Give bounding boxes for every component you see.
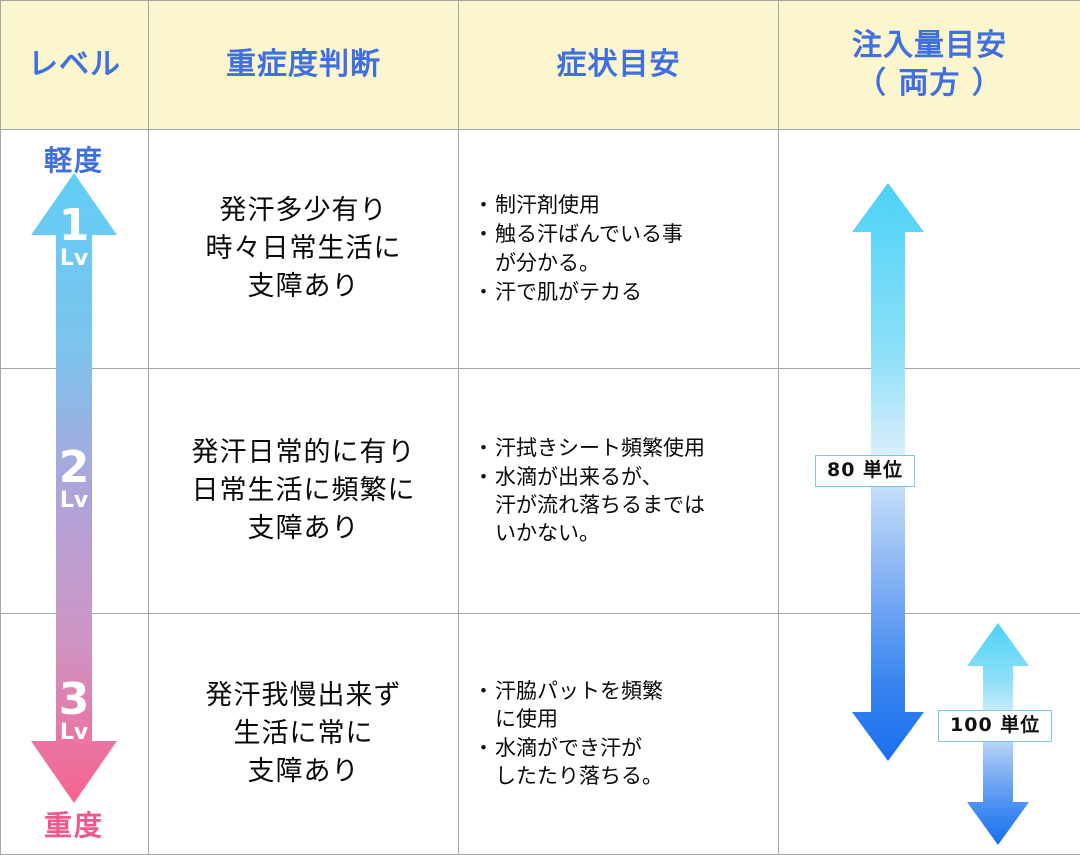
bullet-marker: ・ [473,278,494,306]
symptom-list-1: ・ 制汗剤使用 ・ 触る汗ばんでいる事 が分かる。 ・ 汗で肌がテカる [459,191,778,306]
list-item: ・ 制汗剤使用 [473,191,772,219]
table-row: 発汗日常的に有り 日常生活に頻繁に 支障あり ・ 汗拭きシート頻繁使用 ・ 水滴… [1,369,1080,614]
column-header-severity-label: 重症度判断 [149,46,458,84]
level-cell-2 [1,369,149,614]
symptom-list-2: ・ 汗拭きシート頻繁使用 ・ 水滴が出来るが、 汗が流れ落ちるまでは いかない。 [459,434,778,548]
severity-cell-2: 発汗日常的に有り 日常生活に頻繁に 支障あり [149,369,459,614]
symptom-cell-1: ・ 制汗剤使用 ・ 触る汗ばんでいる事 が分かる。 ・ 汗で肌がテカる [459,130,779,369]
bullet-marker: ・ [473,463,494,491]
severity-cell-3: 発汗我慢出来ず 生活に常に 支障あり [149,614,459,855]
list-item: ・ 汗で肌がテカる [473,278,772,306]
list-item: ・ 汗脇パットを頻繁 に使用 [473,677,772,733]
severity-cell-1: 発汗多少有り 時々日常生活に 支障あり [149,130,459,369]
symptom-text: 汗脇パットを頻繁 に使用 [495,677,663,733]
column-header-level-label: レベル [1,46,148,84]
list-item: ・ 触る汗ばんでいる事 が分かる。 [473,220,772,276]
column-header-dose: 注入量目安 （ 両方 ） [779,1,1080,130]
symptom-text: 水滴が出来るが、 汗が流れ落ちるまでは いかない。 [495,463,705,547]
dose-cell-2 [779,369,1080,614]
symptom-text: 汗拭きシート頻繁使用 [495,434,705,462]
bullet-marker: ・ [473,677,494,705]
symptom-text: 汗で肌がテカる [495,278,642,306]
symptom-list-3: ・ 汗脇パットを頻繁 に使用 ・ 水滴ができ汗が したたり落ちる。 [459,677,778,791]
list-item: ・ 汗拭きシート頻繁使用 [473,434,772,462]
symptom-text: 触る汗ばんでいる事 が分かる。 [495,220,683,276]
table-header-row: レベル 重症度判断 症状目安 注入量目安 （ 両方 ） [1,1,1080,130]
symptom-cell-3: ・ 汗脇パットを頻繁 に使用 ・ 水滴ができ汗が したたり落ちる。 [459,614,779,855]
column-header-level: レベル [1,1,149,130]
column-header-symptom: 症状目安 [459,1,779,130]
column-header-symptom-label: 症状目安 [459,46,778,84]
symptom-text: 制汗剤使用 [495,191,600,219]
dose-cell-3 [779,614,1080,855]
severity-text-3: 発汗我慢出来ず 生活に常に 支障あり [149,677,458,792]
table-row: 発汗多少有り 時々日常生活に 支障あり ・ 制汗剤使用 ・ 触る汗ばんでいる事 … [1,130,1080,369]
symptom-text: 水滴ができ汗が したたり落ちる。 [495,734,663,790]
severity-text-1: 発汗多少有り 時々日常生活に 支障あり [149,192,458,307]
table-row: 発汗我慢出来ず 生活に常に 支障あり ・ 汗脇パットを頻繁 に使用 ・ 水滴がで… [1,614,1080,855]
bullet-marker: ・ [473,734,494,762]
level-cell-3 [1,614,149,855]
column-header-severity: 重症度判断 [149,1,459,130]
dose-cell-1 [779,130,1080,369]
symptom-cell-2: ・ 汗拭きシート頻繁使用 ・ 水滴が出来るが、 汗が流れ落ちるまでは いかない。 [459,369,779,614]
bullet-marker: ・ [473,220,494,248]
list-item: ・ 水滴ができ汗が したたり落ちる。 [473,734,772,790]
bullet-marker: ・ [473,434,494,462]
level-cell-1 [1,130,149,369]
list-item: ・ 水滴が出来るが、 汗が流れ落ちるまでは いかない。 [473,463,772,547]
severity-text-2: 発汗日常的に有り 日常生活に頻繁に 支障あり [149,434,458,549]
bullet-marker: ・ [473,191,494,219]
column-header-dose-label: 注入量目安 （ 両方 ） [779,27,1080,104]
